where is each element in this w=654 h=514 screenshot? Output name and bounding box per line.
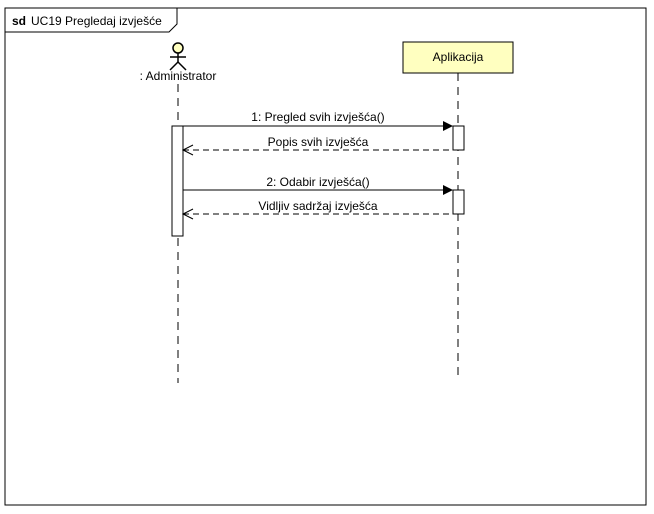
actor-left-leg [169,61,179,71]
message-2-label: Popis svih izvješća [268,135,369,149]
actor-figure-icon [169,42,187,71]
message-3-arrowhead [443,185,453,195]
message-1-arrowhead [443,121,453,131]
frame-title: sd UC19 Pregledaj izvješće [12,14,162,28]
actor-head [172,42,184,54]
actor-right-leg [177,61,187,71]
participant-activation-bar-1 [452,125,465,151]
actor-activation-bar [171,125,184,237]
message-3-label: 2: Odabir izvješća() [266,175,369,189]
message-4-label: Vidljiv sadržaj izvješća [258,199,377,213]
participant-label: Aplikacija [433,50,484,64]
message-4-arrowhead [181,208,194,220]
participant-activation-bar-2 [452,189,465,215]
diagram-frame [4,7,647,506]
frame-title-text: UC19 Pregledaj izvješće [31,14,162,28]
actor-label: : Administrator [140,69,217,83]
message-1-label: 1: Pregled svih izvješća() [251,110,384,124]
frame-keyword: sd [12,14,26,28]
message-2-arrowhead [181,144,194,156]
frame-title-tab [5,7,178,33]
